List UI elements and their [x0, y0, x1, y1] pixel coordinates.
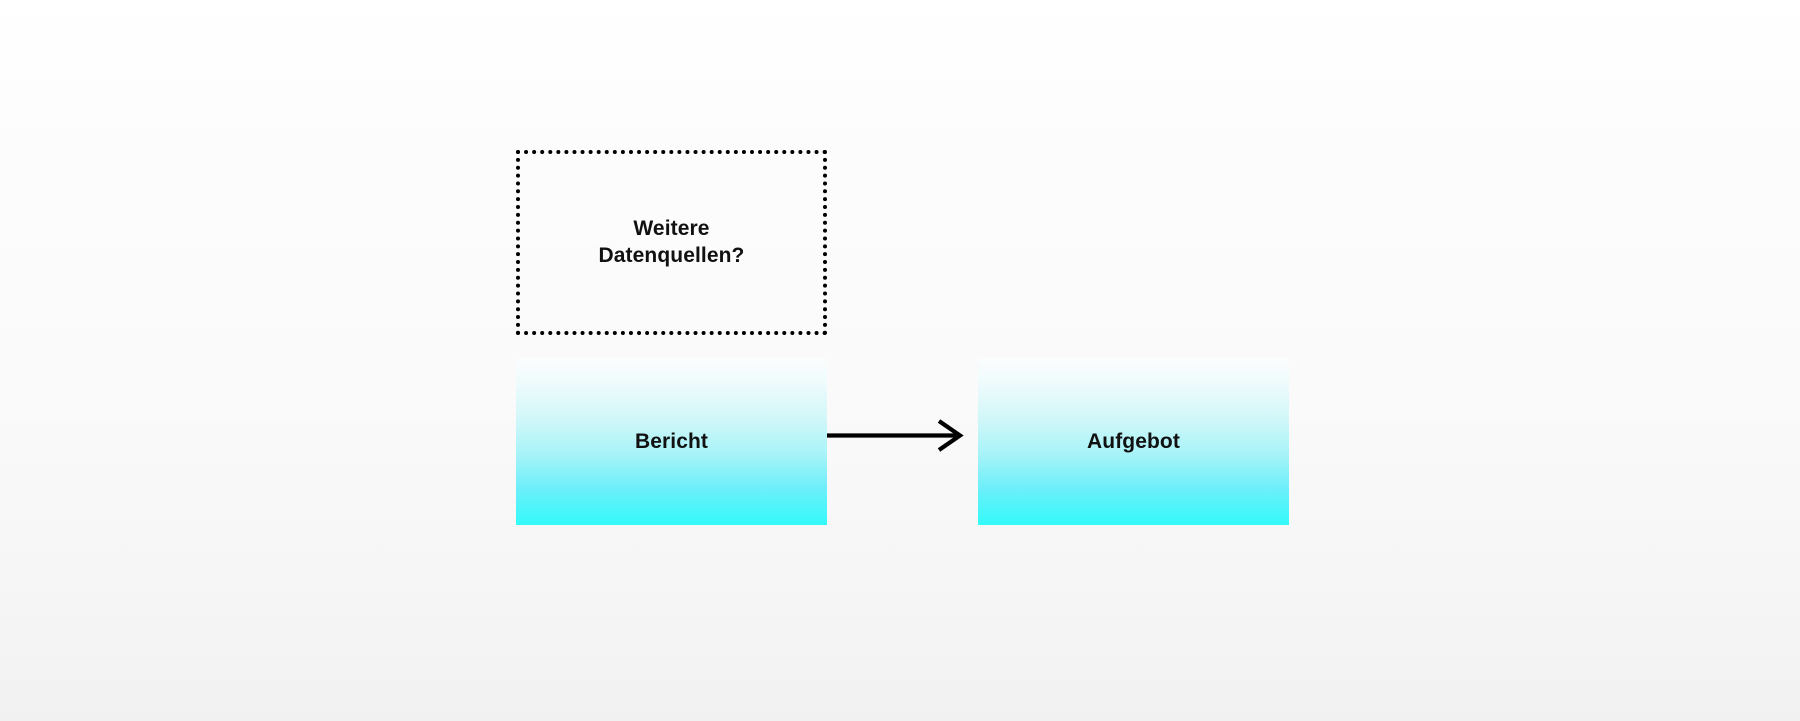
- diagram-node-aufgebot[interactable]: Aufgebot: [978, 358, 1289, 525]
- arrowhead-icon: [937, 419, 964, 452]
- node-label: Aufgebot: [1087, 429, 1180, 453]
- node-label: Weitere Datenquellen?: [598, 216, 745, 267]
- diagram-node-weitere-datenquellen[interactable]: Weitere Datenquellen?: [516, 150, 827, 335]
- diagram-node-bericht[interactable]: Bericht: [516, 358, 827, 525]
- node-label: Bericht: [634, 429, 709, 453]
- connector-arrow-bericht-to-aufgebot[interactable]: [820, 415, 970, 459]
